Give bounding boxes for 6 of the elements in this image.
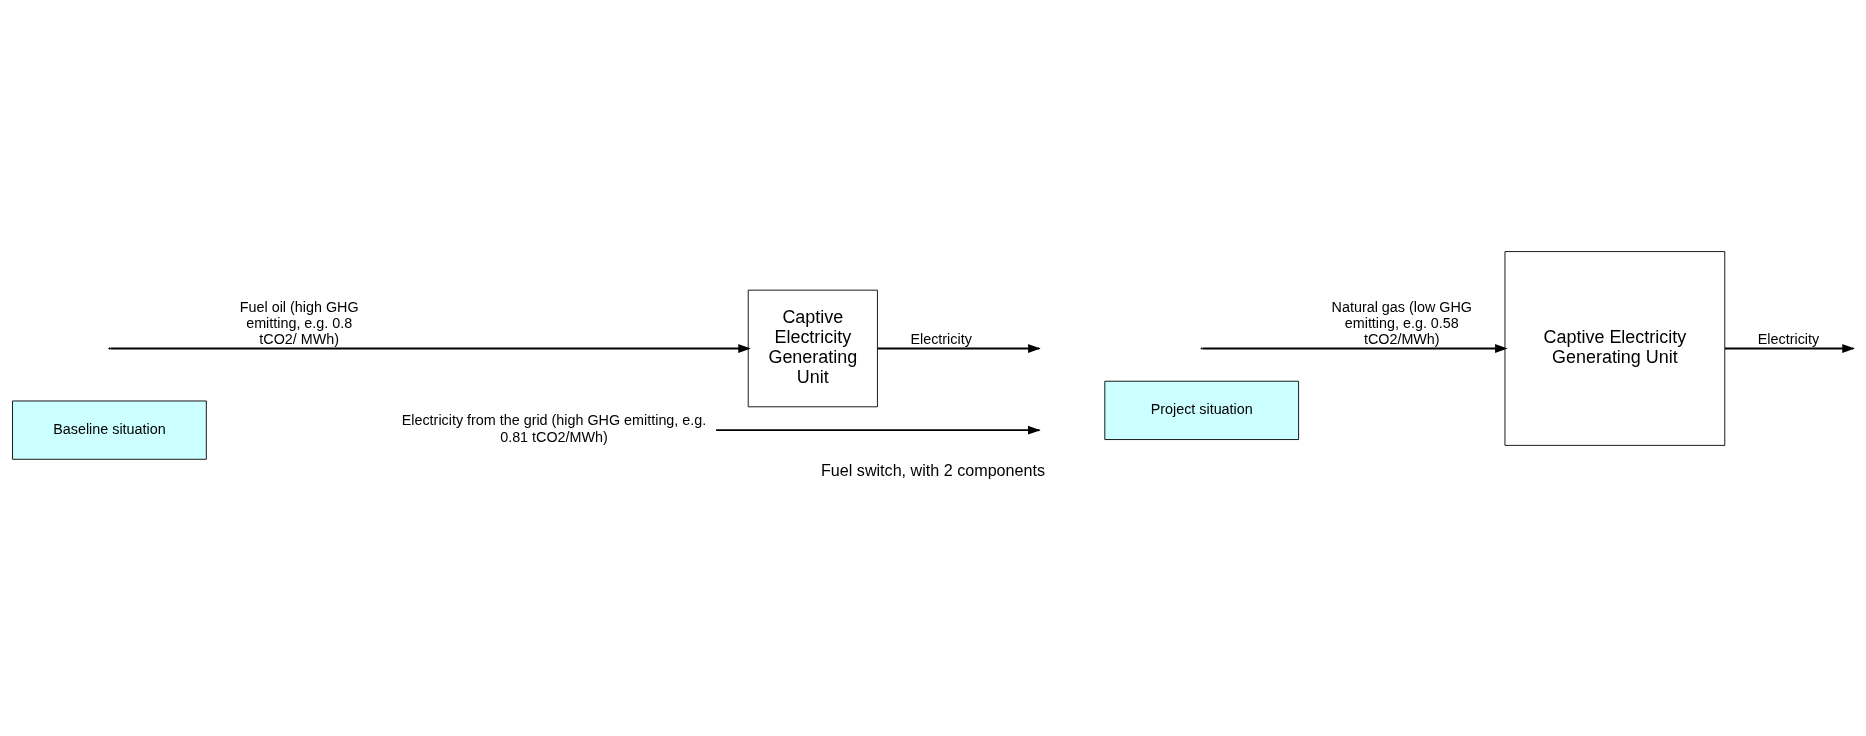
edge-label: Fuel oil (high GHG emitting, e.g. 0.8 tCO2/ MWh) xyxy=(239,298,359,347)
edge-label: Electricity xyxy=(1757,330,1820,347)
label: Electricity from the grid (high GHG emitting, e.g. 0.81 tCO2/MWh) xyxy=(401,412,707,445)
edge-label: Electricity xyxy=(910,330,972,347)
edge-label: Natural gas (low GHG emitting, e.g. 0.58 tCO2/MWh) xyxy=(1331,298,1472,347)
caption: Fuel switch, with 2 components xyxy=(820,460,1046,479)
